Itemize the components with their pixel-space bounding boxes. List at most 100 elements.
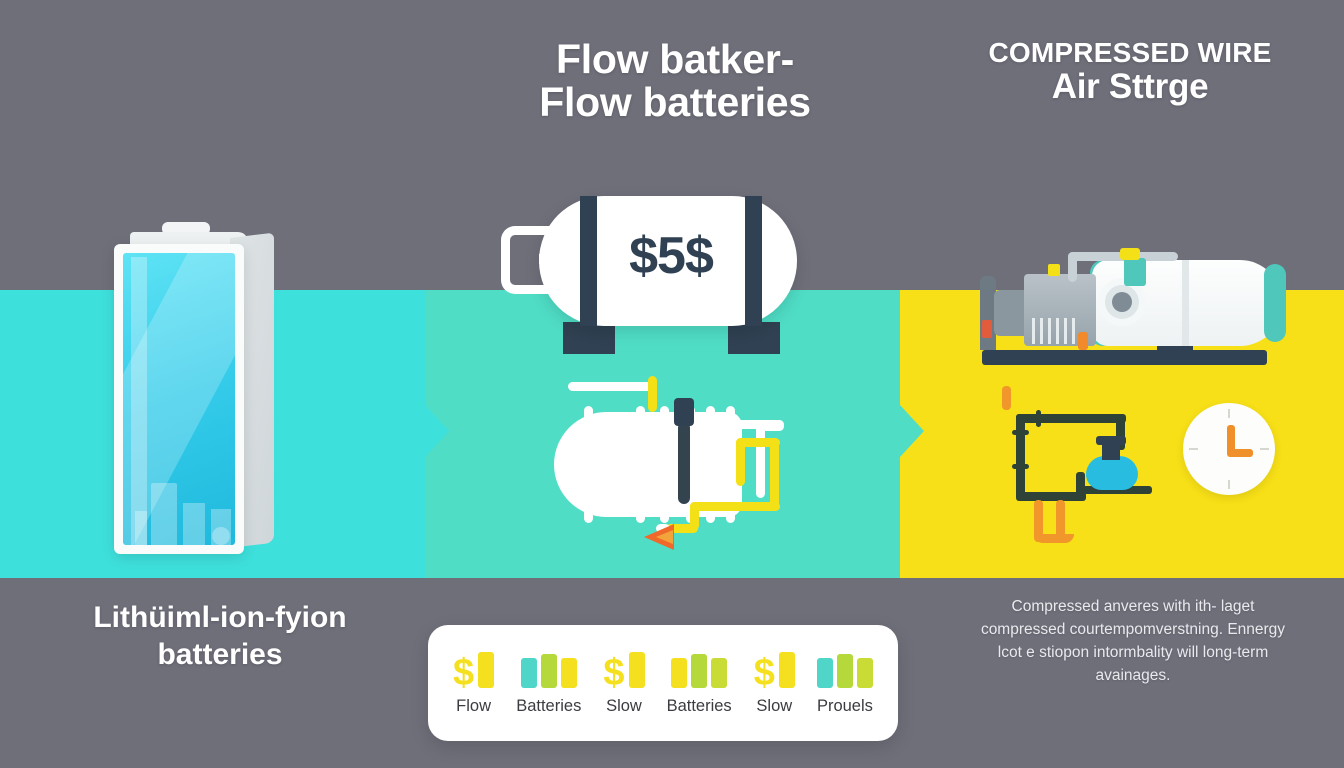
chevron-right-icon-2 (900, 405, 924, 457)
battery-front-face (114, 244, 244, 554)
clock-minute-hand (1227, 449, 1253, 457)
three-bars-icon (816, 650, 873, 688)
tank-handle-bar (539, 254, 565, 264)
legend-item[interactable]: Batteries (667, 650, 732, 716)
flask-cap (1096, 436, 1126, 445)
dollar-sign-icon: $ (753, 652, 775, 694)
tank-rib (660, 406, 669, 523)
bar-chip (671, 658, 688, 688)
pipe-yellow-nozzle (666, 524, 698, 533)
bar-chip (836, 654, 853, 688)
bar-chip (816, 658, 833, 688)
pipe-white-top (568, 382, 654, 391)
three-bars-icon (520, 650, 577, 688)
left-panel-caption: Lithüiml-ion-fyion batteries (40, 600, 400, 673)
bar-chip (478, 652, 495, 688)
tank-inlet-neck (1124, 258, 1146, 286)
legend-item-label: Slow (606, 697, 642, 715)
pipe-yellow-riser (770, 438, 779, 510)
bar-chip (560, 658, 577, 688)
bar-chip (778, 652, 795, 688)
clock-tick-9 (1189, 448, 1198, 450)
bar-chip (520, 658, 537, 688)
clock-hour-hand (1227, 425, 1235, 455)
tank-port-ring (1098, 278, 1146, 326)
tank-handle-icon (501, 226, 557, 294)
center-title-line2: Flow batteries (539, 79, 811, 126)
pipe-white-down (756, 420, 765, 498)
valve-icon (1120, 248, 1140, 260)
pressure-tank-illustration: $5$ (497, 196, 797, 354)
pipe-white-tee (756, 422, 784, 431)
battery-window (123, 253, 235, 545)
fitting-nut-icon (1048, 264, 1060, 276)
tank-rib (636, 406, 645, 523)
loop-joint-1 (1012, 430, 1029, 435)
tank-port-hole (1112, 292, 1132, 312)
clock-tick-6 (1228, 480, 1230, 489)
dollar-bar-icon: $ (603, 650, 645, 694)
clock-tick-3 (1260, 448, 1269, 450)
indicator-red (982, 320, 992, 338)
tank-probe (678, 422, 690, 504)
legend-item[interactable]: Batteries (516, 650, 581, 716)
tank-price-label: $5$ (629, 227, 714, 285)
tank-rib (726, 406, 735, 523)
tank-rib (686, 406, 695, 523)
center-panel-title: Flow batker- Flow batteries (440, 37, 910, 126)
legend-item[interactable]: $ Slow (603, 650, 645, 716)
right-panel-description: Compressed anveres with ith- laget compr… (980, 598, 1286, 684)
flask-neck (1102, 440, 1120, 460)
clock-icon (1183, 403, 1275, 495)
legend-item[interactable]: $ Slow (754, 650, 795, 716)
left-caption-line2: batteries (157, 637, 283, 671)
bar-chip (856, 658, 873, 688)
compressor-base (982, 350, 1267, 365)
dollar-sign-icon: $ (603, 652, 625, 694)
indicator-orange (1078, 332, 1088, 350)
legend-item[interactable]: $Flow (453, 650, 495, 716)
loop-pipe-left (1016, 414, 1025, 500)
loop-pipe-top (1016, 414, 1126, 423)
clock-tick-12 (1228, 409, 1230, 418)
lithium-ion-battery-illustration (104, 222, 284, 554)
three-bars-icon (671, 650, 728, 688)
orange-pipe-feed (1002, 386, 1011, 410)
bar-chip (691, 654, 708, 688)
air-tank-seam (1182, 260, 1189, 346)
right-title-line2: Air Sttrge (1051, 66, 1209, 106)
pipe-yellow-elbow (690, 502, 699, 530)
right-panel-title: COMPRESSED WIRE Air Sttrge (930, 38, 1330, 105)
city-skyline-icon (133, 471, 235, 545)
left-caption-line1: Lithüiml-ion-fyion (93, 601, 347, 634)
legend-item-label: Batteries (516, 697, 582, 715)
orange-pipe-1 (1034, 500, 1043, 542)
legend-item-label: Prouels (816, 697, 873, 715)
legend-item[interactable]: Prouels (816, 650, 873, 716)
tank-probe-cap (674, 398, 694, 426)
pipe-yellow-top (736, 438, 780, 447)
bar-chip (540, 654, 557, 688)
pipe-yellow-bottom (690, 502, 780, 511)
compressed-air-compressor-illustration (972, 238, 1290, 378)
loop-joint-3 (1036, 410, 1041, 427)
compressor-pipe-elbow (1068, 252, 1077, 282)
pipe-loop-illustration (1002, 386, 1168, 543)
bar-chip (628, 652, 645, 688)
legend-item-label: Slow (756, 697, 793, 715)
loop-pipe-bottom (1016, 492, 1086, 501)
bar-chip (711, 658, 728, 688)
right-title-line1: COMPRESSED WIRE (988, 37, 1272, 68)
flask-icon (1086, 456, 1138, 490)
pipe-yellow-inlet (648, 376, 657, 412)
tank-rib (584, 406, 593, 523)
tank-strap-left (580, 196, 597, 326)
battery-terminal (162, 222, 210, 235)
loop-pipe-right (1116, 414, 1125, 450)
loop-joint-2 (1012, 464, 1029, 469)
dollar-sign-icon: $ (453, 652, 475, 694)
orange-pipe-2 (1056, 500, 1065, 542)
chevron-right-icon-1 (425, 405, 449, 457)
